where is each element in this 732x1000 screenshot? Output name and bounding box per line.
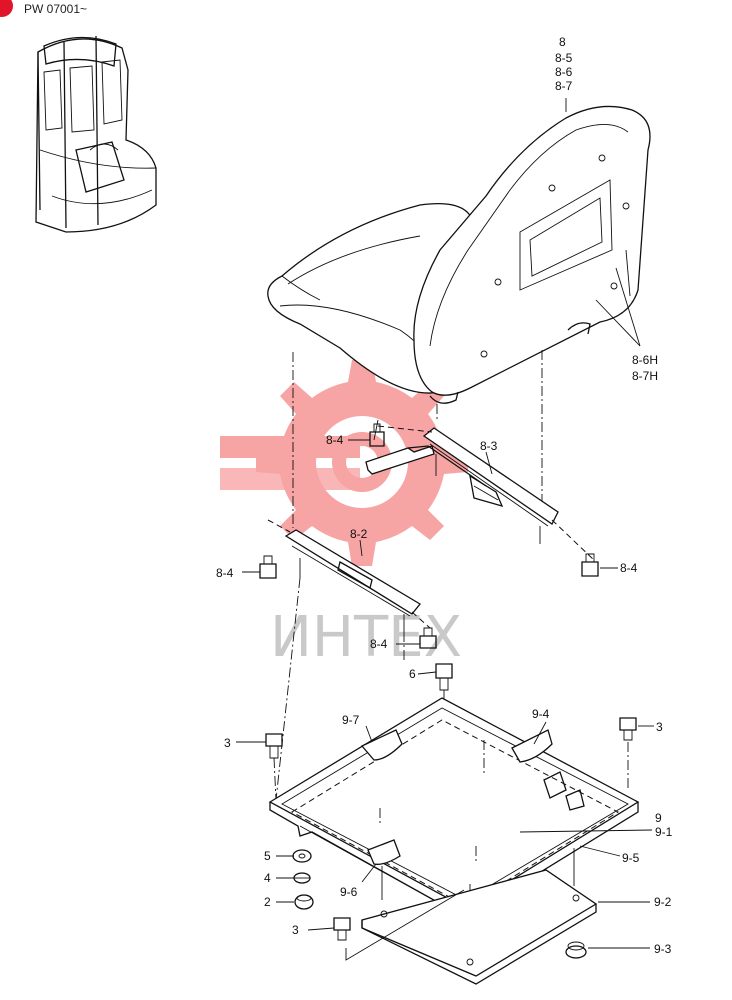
label-8-4-b: 8-4 <box>216 566 234 580</box>
model-code-label: PW 07001~ <box>24 2 87 16</box>
label-8-6: 8-6 <box>555 65 573 79</box>
grommet-9-3 <box>565 941 587 959</box>
rubber-mat-9-2 <box>361 869 598 985</box>
seat-assembly <box>267 98 651 404</box>
label-9-7: 9-7 <box>342 713 360 727</box>
bolt-3-left-bottom <box>333 917 351 941</box>
label-8-4-a: 8-4 <box>326 433 344 447</box>
label-3-left-bottom: 3 <box>292 923 299 937</box>
label-2: 2 <box>264 895 271 909</box>
bolt-3-right <box>619 717 637 790</box>
label-8-7H: 8-7H <box>632 369 658 383</box>
label-8-4-c: 8-4 <box>370 637 388 651</box>
label-3-left-top: 3 <box>224 736 231 750</box>
label-9-2: 9-2 <box>654 895 672 909</box>
label-9-6: 9-6 <box>340 885 358 899</box>
label-3-right: 3 <box>656 720 663 734</box>
label-8-3: 8-3 <box>480 439 498 453</box>
washer-4 <box>293 872 311 884</box>
slide-rail-8-3 <box>365 419 595 561</box>
label-8-7: 8-7 <box>555 79 573 93</box>
washer-2 <box>294 894 314 910</box>
label-8-4-d: 8-4 <box>620 561 638 575</box>
label-5: 5 <box>264 849 271 863</box>
label-8-6H: 8-6H <box>632 353 658 367</box>
label-9: 9 <box>655 811 662 825</box>
bolt-3-left-top <box>265 733 283 801</box>
label-6: 6 <box>409 667 416 681</box>
corner-badge <box>0 0 13 17</box>
cab-thumbnail <box>35 35 157 233</box>
slide-rail-8-2 <box>267 519 431 632</box>
label-8: 8 <box>559 35 566 49</box>
watermark-gear <box>220 358 468 566</box>
label-8-5: 8-5 <box>555 51 573 65</box>
label-8-2: 8-2 <box>350 527 368 541</box>
bolt-8-4-b <box>259 555 277 579</box>
seat-plate-9 <box>268 697 640 919</box>
label-9-3: 9-3 <box>654 942 672 956</box>
watermark-text: ИНТЕХ <box>270 605 462 670</box>
label-9-5: 9-5 <box>622 851 640 865</box>
label-4: 4 <box>264 871 271 885</box>
label-9-4: 9-4 <box>532 707 550 721</box>
bolt-8-4-d <box>581 553 599 577</box>
washer-5 <box>292 849 312 863</box>
leader-lines <box>236 439 654 961</box>
bolt-8-4-a <box>369 423 385 447</box>
label-9-1: 9-1 <box>655 825 673 839</box>
